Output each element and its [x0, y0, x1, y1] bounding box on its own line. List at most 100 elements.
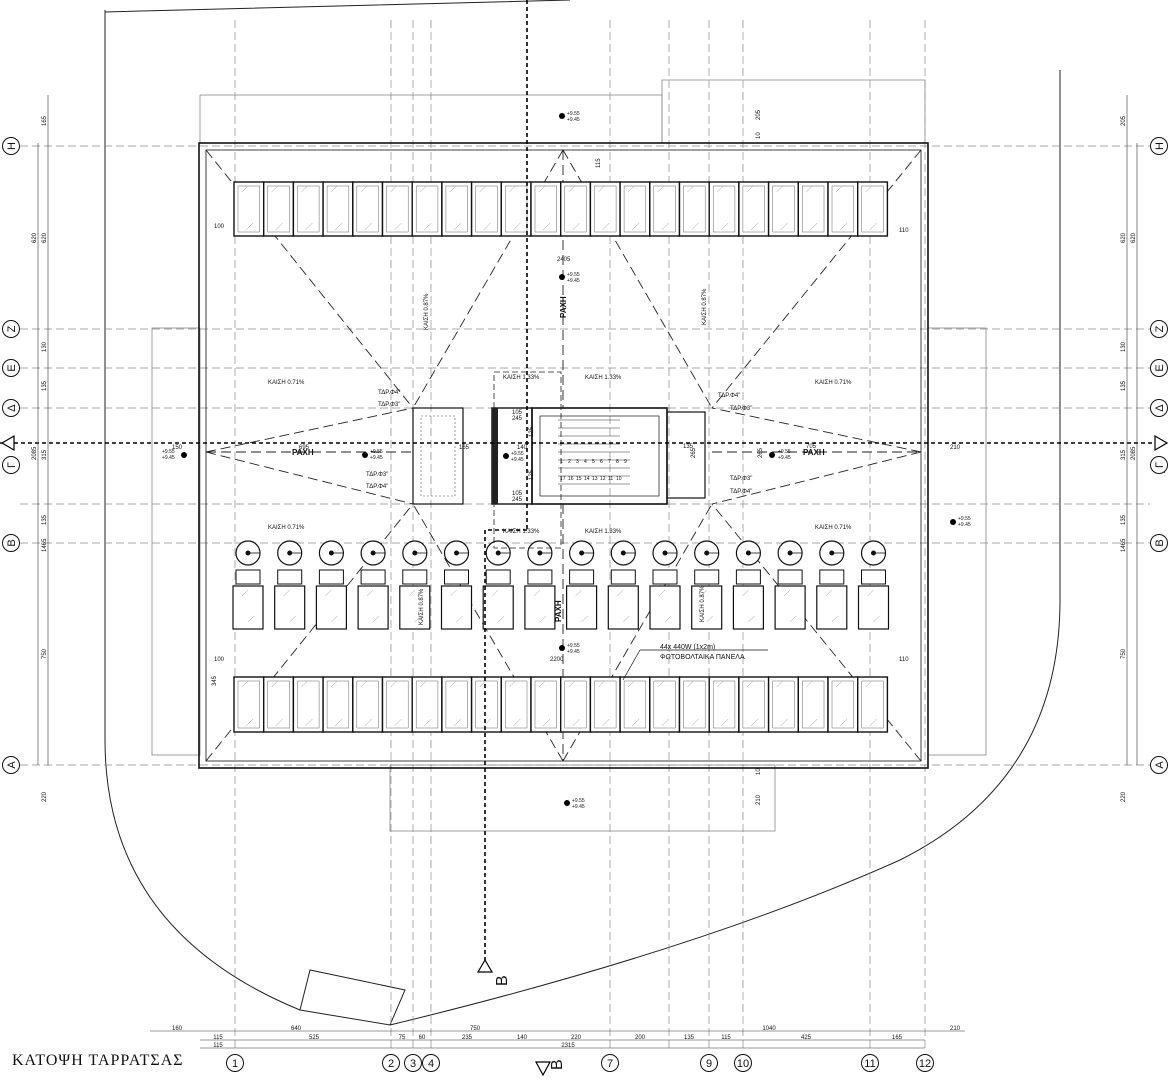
grid-bubble-row: Δ [2, 399, 20, 417]
grid-bubble-column: 12 [916, 1054, 934, 1072]
grid-bubble-row: Δ [1150, 399, 1168, 417]
left-lobby-block [412, 407, 464, 505]
dimension-label: 750 [1121, 648, 1127, 659]
svg-text:ΤΔΡ.Φ3": ΤΔΡ.Φ3" [366, 472, 388, 478]
dimension-label: 135 [42, 514, 48, 525]
svg-text:+9.55: +9.55 [567, 111, 580, 117]
pv-panel [619, 676, 651, 733]
svg-text:Ζ: Ζ [6, 325, 18, 332]
stair-treads [558, 419, 630, 485]
pv-panel [530, 676, 562, 733]
inner-dimensions: 2405 2200 100 110 100 110 115 205 10 10 … [172, 109, 961, 805]
svg-text:Γ: Γ [6, 462, 18, 468]
svg-text:105: 105 [512, 491, 523, 497]
svg-text:Ζ: Ζ [1154, 325, 1166, 332]
svg-text:165: 165 [459, 445, 470, 451]
svg-text:125: 125 [529, 469, 535, 480]
stair-inner [539, 415, 660, 497]
section-marker-b-bottom: Β [534, 1059, 566, 1077]
pv-panel [500, 181, 532, 237]
dimension-label: 130 [42, 341, 48, 352]
left-lobby-inner [420, 415, 456, 497]
grid-bubble-column: 1 [226, 1054, 244, 1072]
pv-panel [352, 181, 384, 237]
solar-water-heater [607, 540, 639, 630]
site-boundary-top [104, 0, 571, 13]
pv-panel [500, 676, 532, 733]
pv-panel [708, 676, 740, 733]
solar-water-heater [732, 540, 765, 630]
south-wing-outline [389, 764, 776, 832]
pv-panel [233, 181, 265, 237]
dimension-label: 210 [950, 1026, 961, 1032]
svg-text:44x 440W (1x2m): 44x 440W (1x2m) [660, 644, 715, 651]
dimension-label: 620 [42, 232, 48, 243]
pv-panel [263, 181, 295, 237]
dimension-label: 165 [42, 115, 48, 126]
svg-text:7: 7 [607, 1058, 613, 1070]
solar-water-heater [274, 540, 306, 630]
svg-text:ΚΑΙΣΗ 0.71%: ΚΑΙΣΗ 0.71% [815, 380, 852, 386]
svg-text:125: 125 [529, 426, 535, 437]
pv-panel [381, 181, 413, 237]
dimension-label: 2085 [1131, 446, 1137, 460]
grid-bubble-row: Ε [2, 359, 20, 377]
dimension-label: 160 [172, 1026, 183, 1032]
svg-text:265: 265 [758, 447, 764, 458]
dimension-label: 315 [1121, 449, 1127, 460]
pv-panel [827, 676, 859, 733]
solar-heaters [232, 540, 890, 630]
svg-text:110: 110 [899, 228, 909, 234]
pv-panel [589, 676, 621, 733]
svg-text:+9.45: +9.45 [162, 455, 175, 461]
svg-text:+9.45: +9.45 [572, 804, 585, 810]
svg-text:1: 1 [232, 1058, 238, 1070]
dimension-label: 115 [213, 1043, 223, 1049]
pv-panel [708, 181, 740, 237]
grid-bubble-row: Ζ [1150, 320, 1168, 338]
dimension-label: 135 [42, 380, 48, 391]
svg-text:10: 10 [756, 132, 762, 139]
level-marker-lower: +9.55+9.45 [559, 643, 580, 655]
pv-panel [560, 181, 592, 237]
pv-panel [767, 676, 799, 733]
dimension-label: 75 [399, 1035, 406, 1041]
dimension-chain-bottom [150, 1030, 965, 1049]
svg-text:ΚΑΙΣΗ 0.87%: ΚΑΙΣΗ 0.87% [702, 288, 708, 325]
svg-text:+9.55: +9.55 [567, 643, 580, 649]
stair-step-number: 9 [624, 459, 627, 465]
solar-water-heater [524, 540, 556, 630]
dimension-chain-left [37, 95, 49, 765]
dimension-label: 640 [291, 1026, 302, 1032]
pv-panel [411, 181, 443, 237]
east-wing-outline [927, 327, 987, 756]
solar-water-heater [440, 540, 473, 630]
grid-bubble-column: 2 [382, 1054, 400, 1072]
solar-water-heater [565, 540, 598, 630]
elevator-wall-left [492, 408, 498, 504]
svg-text:+9.55: +9.55 [567, 272, 580, 278]
svg-text:+9.55: +9.55 [162, 449, 175, 455]
dimension-label: 135 [684, 1035, 695, 1041]
svg-text:+9.45: +9.45 [778, 455, 791, 461]
svg-text:2: 2 [388, 1058, 394, 1070]
solar-water-heater [774, 540, 806, 630]
svg-text:Ε: Ε [1154, 364, 1166, 371]
pv-panel [738, 181, 770, 237]
svg-text:140: 140 [517, 445, 528, 451]
level-marker-top: +9.55+9.45 [559, 111, 580, 123]
dimension-label: 525 [309, 1035, 320, 1041]
pv-row-top [233, 181, 889, 237]
dimension-label: 2085 [32, 446, 38, 460]
level-marker-upper: +9.55+9.45 [559, 272, 580, 284]
dimension-label: 130 [1121, 341, 1127, 352]
svg-text:+9.55: +9.55 [958, 516, 971, 522]
svg-text:345: 345 [212, 675, 218, 686]
level-marker-south: +9.55+9.45 [564, 798, 585, 810]
dimension-label: 750 [42, 648, 48, 659]
level-marker-west-core: +9.55+9.45 [362, 449, 383, 461]
svg-text:150: 150 [172, 445, 183, 451]
